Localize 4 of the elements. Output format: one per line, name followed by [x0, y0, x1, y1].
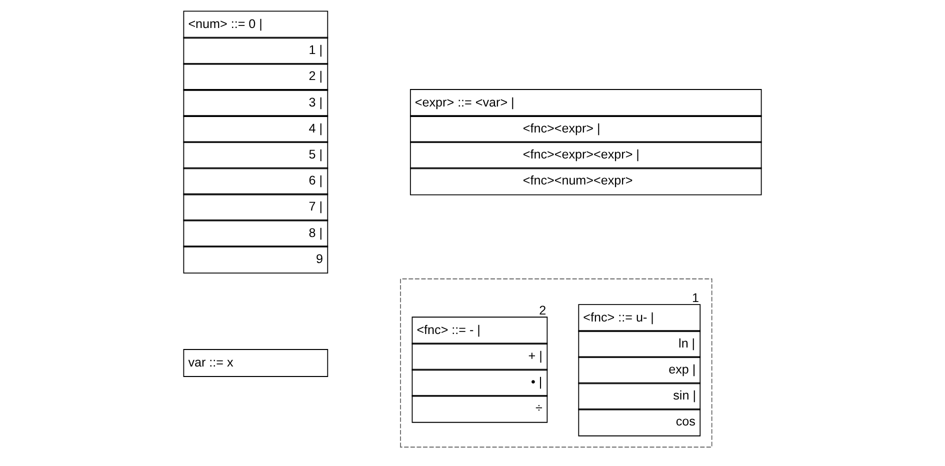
node-label: 1: [692, 291, 700, 306]
cluster: [400, 278, 712, 448]
node-label: 2: [539, 304, 546, 318]
node-box: var ::= x: [183, 349, 328, 377]
